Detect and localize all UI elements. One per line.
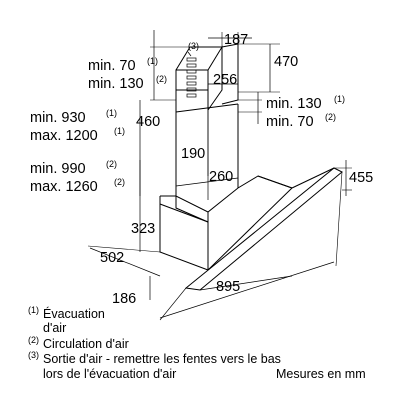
label-max-1260: max. 1260 [30, 179, 98, 195]
label-min-130: min. 130 [88, 76, 144, 92]
dim-190: 190 [181, 146, 205, 162]
dim-187: 187 [224, 32, 248, 48]
note-3-ref: (3) [28, 350, 39, 360]
units-note: Mesures en mm [276, 367, 366, 381]
note-2-ref: (2) [28, 335, 39, 345]
label-right-min-130-ref: (1) [334, 94, 345, 104]
dim-323: 323 [131, 221, 155, 237]
label-min-130-ref: (2) [156, 74, 167, 84]
dim-260: 260 [209, 169, 233, 185]
label-max-1200: max. 1200 [30, 128, 98, 144]
label-max-1200-ref: (1) [114, 126, 125, 136]
dim-256: 256 [213, 72, 237, 88]
right-labels: min. 130 (1) min. 70 (2) [266, 94, 345, 130]
callout-3: (3) [188, 41, 199, 51]
label-min-70: min. 70 [88, 58, 136, 74]
dim-470: 470 [274, 54, 298, 70]
label-min-930-ref: (1) [106, 108, 117, 118]
label-min-990: min. 990 [30, 161, 86, 177]
label-min-930: min. 930 [30, 110, 86, 126]
label-min-990-ref: (2) [106, 159, 117, 169]
dim-895: 895 [216, 279, 240, 295]
note-3-line-2: lors de l'évacuation d'air [43, 367, 176, 381]
label-right-min-70-ref: (2) [325, 112, 336, 122]
dim-455: 455 [349, 170, 373, 186]
dimension-lines [87, 30, 352, 321]
dim-460: 460 [136, 114, 160, 130]
left-low-labels: min. 990 (2) max. 1260 (2) [30, 159, 125, 195]
note-1-line-1: Évacuation [43, 306, 105, 321]
notes: (1) Évacuation d'air (2) Circulation d'a… [28, 305, 366, 381]
label-right-min-130: min. 130 [266, 96, 322, 112]
label-min-70-ref: (1) [147, 56, 158, 66]
vent-slots [186, 51, 197, 98]
note-2-text: Circulation d'air [43, 337, 129, 351]
label-right-min-70: min. 70 [266, 114, 314, 130]
note-1-line-2: d'air [43, 321, 66, 335]
glass-panel [184, 167, 343, 291]
dimension-values: 187 470 256 460 190 260 455 323 502 895 … [100, 32, 373, 307]
note-1-ref: (1) [28, 305, 39, 315]
label-max-1260-ref: (2) [114, 177, 125, 187]
note-3-line-1: Sortie d'air - remettre les fentes vers … [43, 352, 281, 366]
left-mid-labels: min. 930 (1) max. 1200 (1) [30, 108, 125, 144]
left-top-labels: min. 70 (1) min. 130 (2) [88, 56, 167, 92]
dim-186: 186 [112, 291, 136, 307]
dim-502: 502 [100, 250, 124, 266]
